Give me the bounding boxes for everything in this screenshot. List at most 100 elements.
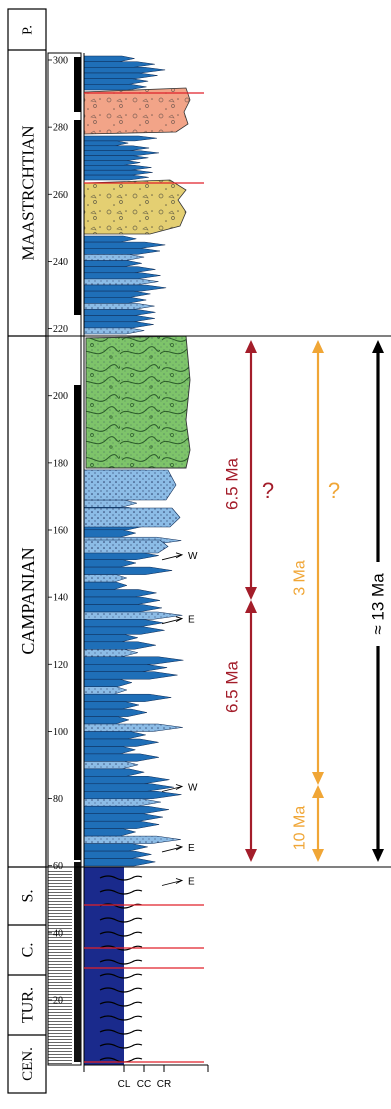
turbidite-bed (83, 641, 156, 650)
thin-bed-marker (99, 987, 143, 993)
turbidite-bed (83, 165, 152, 171)
thin-bed-marker (99, 973, 143, 979)
hatched-interval (48, 870, 72, 1065)
turbidite-bed (83, 678, 133, 687)
turbidite-bed (83, 248, 161, 255)
turbidite-bed (83, 805, 169, 814)
thin-bed-marker (99, 959, 143, 965)
turbidite-bed (83, 290, 151, 298)
turbidite-bed (83, 61, 155, 68)
stage-boundary-lines (84, 92, 204, 1063)
paleocurrent-arrow (161, 844, 184, 853)
turbidite-bed (83, 297, 147, 304)
thickness-tick-label: 120 (53, 660, 68, 671)
turbidite-bed (83, 731, 146, 740)
polarity-normal-1 (74, 57, 81, 112)
turbidite-bed (83, 791, 182, 800)
turbidite-bed (83, 150, 159, 156)
turbidite-bed (83, 850, 152, 859)
turbidite-bed (83, 135, 157, 142)
paleocurrent-direction-label: E (188, 877, 195, 888)
turbidite-bed (83, 551, 159, 560)
turbidite-bed (83, 235, 137, 243)
turbidite-bed (83, 566, 173, 575)
thickness-tick-label: 200 (53, 391, 68, 402)
turbidite-bed (83, 55, 135, 62)
turbidite-bed (83, 604, 162, 613)
turbidite-bed (83, 858, 156, 867)
uncertainty-mark-orange: ? (328, 478, 340, 503)
turbidite-bed (83, 266, 156, 274)
turbidite-bed (83, 67, 166, 74)
turbidite-bed (83, 716, 130, 725)
thin-bed-marker (99, 931, 143, 937)
turbidite-bed (83, 160, 141, 166)
stage-label-cenomanian: CEN. (20, 1047, 36, 1081)
stage-label-santonian: S. (20, 890, 37, 903)
paleocurrent-arrow (161, 878, 184, 886)
thickness-tick-label: 40 (53, 928, 63, 939)
thickness-tick-label: 220 (53, 324, 68, 335)
turbidite-bed (83, 169, 153, 176)
turbidite-bed (83, 843, 148, 852)
stage-label-campanian: CAMPANIAN (18, 547, 38, 654)
turbidite-bed (83, 241, 166, 249)
turbidite-bed (83, 813, 163, 822)
deep-blue-mudstone (84, 867, 124, 1065)
paleocurrent-direction-label: W (188, 783, 198, 794)
duration-label-lower-orange: 10 Ma (292, 806, 309, 851)
turbidite-bed (83, 776, 170, 785)
stage-label-coniacian: C. (20, 943, 37, 958)
thin-bed-marker (99, 875, 143, 881)
thin-bed-marker (99, 1001, 143, 1007)
thickness-tick-label: 260 (53, 190, 68, 201)
paleocurrent-arrow (161, 784, 184, 792)
turbidite-bed (83, 828, 137, 837)
thin-bed-marker (99, 1043, 143, 1049)
turbidite-bed (83, 626, 165, 635)
turbidite-bed (83, 321, 154, 329)
uncertainty-mark-red: ? (262, 478, 274, 503)
turbidite-bed (83, 753, 160, 762)
turbidite-bed (83, 783, 174, 792)
turbidite-bed (83, 84, 147, 91)
turbidite-bed (83, 746, 137, 755)
thickness-tick-label: 100 (53, 727, 68, 738)
paleocurrent-direction-label: E (188, 615, 195, 626)
turbidite-bed (83, 581, 128, 590)
turbidite-bed (83, 671, 178, 680)
stage-label-paleocene: P. (21, 25, 36, 35)
turbidite-bed (83, 693, 172, 702)
turbidite-bed (83, 768, 145, 777)
polarity-normal-2 (74, 120, 81, 315)
paleocurrent-arrow (161, 552, 184, 561)
grain-size-label-cr: CR (157, 1079, 171, 1090)
turbidite-bed (83, 708, 147, 717)
turbidite-bed (83, 140, 129, 147)
thin-bed-marker (99, 917, 143, 923)
turbidite-bed (83, 820, 160, 829)
grain-size-label-cl: CL (118, 1079, 131, 1090)
turbidite-bed (83, 656, 184, 665)
turbidite-bed (83, 284, 167, 292)
duration-label-lower-red: 6.5 Ma (223, 660, 242, 713)
turbidite-bed (83, 738, 159, 747)
turbidite-bed (83, 559, 137, 568)
thickness-tick-label: 300 (53, 56, 68, 67)
thickness-column (47, 52, 82, 1066)
grain-size-label-cc: CC (137, 1079, 151, 1090)
thickness-tick-label: 180 (53, 458, 68, 469)
thin-bed-marker (99, 1015, 143, 1021)
turbidite-bed (83, 174, 149, 181)
stage-column (7, 8, 47, 1094)
thin-bed-marker (99, 903, 143, 909)
thickness-tick-label: 20 (53, 996, 63, 1007)
thickness-tick-label: 160 (53, 526, 68, 537)
turbidite-bed (83, 664, 168, 672)
lithology-column (83, 53, 209, 1072)
turbidite-bed (83, 589, 157, 598)
thin-bed-marker (99, 889, 143, 895)
polarity-normal-4 (74, 862, 81, 1062)
